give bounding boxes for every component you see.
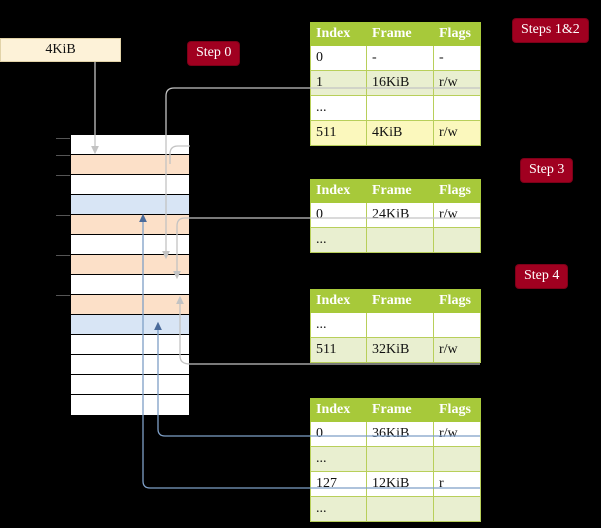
cell-frame [366, 446, 434, 472]
cell-frame: 4KiB [366, 120, 434, 146]
stack-row [71, 135, 189, 155]
cell-frame: 36KiB [366, 421, 434, 447]
stack-row [71, 355, 189, 375]
cell-frame [366, 227, 434, 253]
stack-row [71, 195, 189, 215]
column-header-index: Index [310, 179, 367, 203]
cell-flags [433, 446, 481, 472]
column-header-frame: Frame [366, 398, 434, 422]
cell-index: 511 [310, 337, 367, 363]
column-header-index: Index [310, 22, 367, 46]
stack-tick [56, 255, 70, 256]
cell-frame [366, 496, 434, 522]
stack-row [71, 315, 189, 335]
stack-tick [56, 175, 70, 176]
column-header-frame: Frame [366, 22, 434, 46]
cell-frame: 16KiB [366, 70, 434, 96]
table-row: ... [310, 496, 481, 522]
cell-index: ... [310, 227, 367, 253]
cell-frame [366, 95, 434, 121]
step-badge-steps12: Steps 1&2 [513, 19, 588, 42]
cell-index: 0 [310, 202, 367, 228]
table-row: ... [310, 95, 481, 121]
column-header-index: Index [310, 289, 367, 313]
cell-index: ... [310, 496, 367, 522]
table-row: ... [310, 227, 481, 253]
frame-4kib-box: 4KiB [0, 38, 121, 62]
stack-tick [56, 295, 70, 296]
column-header-flags: Flags [433, 398, 481, 422]
cell-flags: r/w [433, 202, 481, 228]
cell-frame: 32KiB [366, 337, 434, 363]
stack-row [71, 375, 189, 395]
table-row: 0-- [310, 45, 481, 71]
physical-memory-stack [70, 134, 190, 415]
column-header-frame: Frame [366, 179, 434, 203]
table-row: ... [310, 446, 481, 472]
cell-flags [433, 95, 481, 121]
cell-frame: 12KiB [366, 471, 434, 497]
cell-flags [433, 227, 481, 253]
stack-tick [56, 155, 70, 156]
cell-index: ... [310, 95, 367, 121]
stack-tick [56, 138, 70, 139]
cell-flags [433, 496, 481, 522]
column-header-flags: Flags [433, 179, 481, 203]
stack-row [71, 155, 189, 175]
cell-index: 1 [310, 70, 367, 96]
column-header-frame: Frame [366, 289, 434, 313]
cell-flags: r [433, 471, 481, 497]
cell-index: 511 [310, 120, 367, 146]
cell-frame [366, 312, 434, 338]
step-badge-step3: Step 3 [521, 159, 573, 182]
cell-flags: r/w [433, 421, 481, 447]
step-badge-step0: Step 0 [188, 42, 240, 65]
cell-index: 0 [310, 45, 367, 71]
cell-frame: 24KiB [366, 202, 434, 228]
stack-tick [56, 215, 70, 216]
stack-row [71, 275, 189, 295]
cell-flags [433, 312, 481, 338]
cell-flags: r/w [433, 70, 481, 96]
stack-row [71, 215, 189, 235]
stack-row [71, 335, 189, 355]
cell-frame: - [366, 45, 434, 71]
step-badge-step4: Step 4 [516, 265, 568, 288]
stack-row [71, 395, 189, 415]
column-header-index: Index [310, 398, 367, 422]
stack-row [71, 175, 189, 195]
cell-index: 127 [310, 471, 367, 497]
cell-flags: r/w [433, 337, 481, 363]
stack-row [71, 235, 189, 255]
column-header-flags: Flags [433, 289, 481, 313]
cell-index: ... [310, 312, 367, 338]
stack-row [71, 295, 189, 315]
cell-flags: - [433, 45, 481, 71]
table-row: ... [310, 312, 481, 338]
cell-index: 0 [310, 421, 367, 447]
column-header-flags: Flags [433, 22, 481, 46]
cell-flags: r/w [433, 120, 481, 146]
cell-index: ... [310, 446, 367, 472]
stack-row [71, 255, 189, 275]
